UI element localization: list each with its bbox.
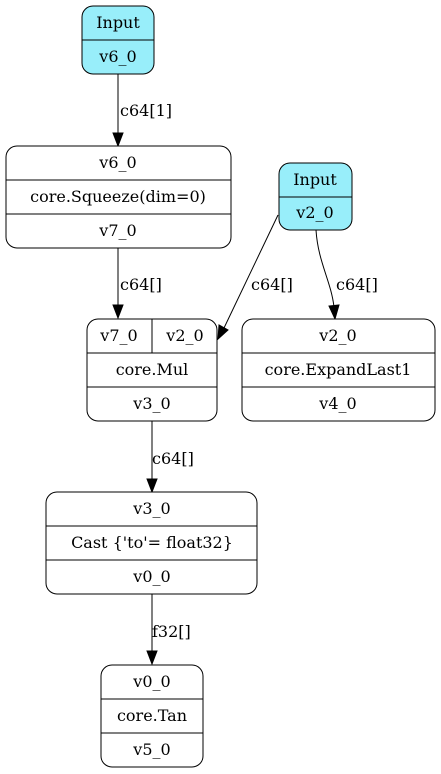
node-output-port: v5_0: [132, 740, 170, 759]
edge-input-v2-to-expand: c64[]: [315, 229, 378, 321]
node-op-label: core.Tan: [117, 706, 187, 725]
input-node-v2: Input v2_0: [278, 162, 353, 231]
node-input-port: v3_0: [132, 499, 170, 518]
squeeze-node: v6_0 core.Squeeze(dim=0) v7_0: [5, 145, 232, 249]
edge-label: f32[]: [152, 622, 191, 641]
edge-cast-to-tan: f32[]: [146, 594, 191, 666]
expand-node: v2_0 core.ExpandLast1 v4_0: [241, 318, 436, 422]
edge-label: c64[]: [120, 275, 162, 294]
node-output-port: v4_0: [318, 394, 356, 413]
node-op-label: core.ExpandLast1: [265, 360, 412, 379]
node-input-port-a: v7_0: [99, 326, 137, 345]
node-output-port: v7_0: [98, 221, 136, 240]
node-output-port: v3_0: [132, 394, 170, 413]
edge-label: c64[1]: [120, 101, 172, 120]
input-node-title: Input: [293, 170, 337, 189]
input-node-title: Input: [96, 13, 140, 32]
node-input-port: v0_0: [132, 672, 170, 691]
tan-node: v0_0 core.Tan v5_0: [100, 664, 204, 768]
edge-input-v6-to-squeeze: c64[1]: [112, 74, 172, 148]
node-op-label: Cast {'to'= float32}: [71, 533, 233, 552]
node-input-port: v6_0: [98, 153, 136, 172]
edge-label: c64[]: [336, 275, 378, 294]
edge-mul-to-cast: c64[]: [146, 421, 194, 494]
cast-node: v3_0 Cast {'to'= float32} v0_0: [45, 491, 258, 595]
mul-node: v7_0 v2_0 core.Mul v3_0: [86, 318, 218, 422]
edge-input-v2-to-mul: c64[]: [217, 214, 293, 341]
edge-label: c64[]: [152, 449, 194, 468]
node-op-label: core.Mul: [116, 360, 189, 379]
input-node-value: v6_0: [98, 47, 136, 66]
edge-label: c64[]: [251, 275, 293, 294]
node-input-port: v2_0: [318, 326, 356, 345]
input-node-value: v2_0: [295, 203, 333, 222]
edge-squeeze-to-mul: c64[]: [112, 248, 162, 320]
input-node-v6: Input v6_0: [81, 5, 155, 75]
node-output-port: v0_0: [132, 567, 170, 586]
node-input-port-b: v2_0: [165, 326, 203, 345]
node-op-label: core.Squeeze(dim=0): [30, 187, 206, 206]
